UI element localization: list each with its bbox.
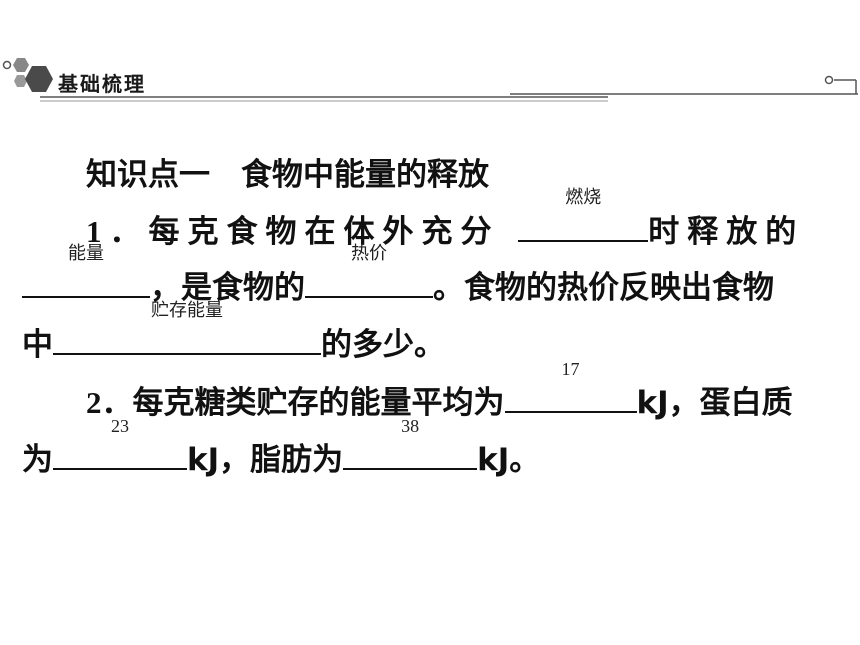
small-circle-icon [824, 75, 834, 85]
text-fragment: 为 [22, 442, 53, 478]
item1-line2: 能量 ，是食物的 热价。食物的热价反映出食物 [22, 243, 774, 308]
text-fragment: 时释放的 [648, 214, 805, 250]
hexagon-icon [14, 75, 27, 87]
header-decoration [2, 58, 858, 102]
text-fragment: 每克食物在体外充分 [148, 214, 500, 250]
text-fragment: 。食物的热价反映出食物 [433, 270, 774, 306]
item2-line2: 为 23 kJ，脂肪为 38 kJ。 [22, 416, 541, 480]
text-fragment: 的多少。 [321, 327, 445, 363]
answer-blank: 17 [504, 359, 637, 413]
section-header: 基础梳理 [0, 0, 860, 110]
answer-text: 贮存能量 [151, 300, 223, 321]
item1-line3: 中 贮存能量的多少。 [22, 300, 445, 365]
answer-blank: 23 [53, 416, 187, 470]
answer-text: 燃烧 [565, 187, 602, 208]
small-circle-icon [2, 60, 12, 70]
answer-blank: 能量 [22, 243, 150, 298]
answer-text: 热价 [351, 243, 387, 264]
text-fragment: 每克糖类贮存的能量平均为 [132, 385, 505, 421]
hexagon-icon [25, 66, 53, 92]
text-fragment: 中 [22, 327, 53, 363]
knowledge-point-heading: 知识点一 食物中能量的释放 [86, 157, 489, 193]
text-fragment: kJ，蛋白质 [636, 385, 793, 421]
answer-text: 17 [561, 359, 580, 379]
item-number: 2． [86, 385, 133, 420]
section-title: 基础梳理 [58, 72, 146, 96]
item1-line1: 1．每克食物在体外充分 燃烧时释放的 [86, 187, 805, 252]
hexagon-icon [13, 58, 29, 72]
answer-blank: 燃烧 [518, 187, 649, 242]
text-fragment: kJ。 [477, 442, 541, 478]
item-number: 1． [86, 214, 149, 249]
answer-blank: 热价 [305, 243, 433, 298]
answer-text: 38 [401, 416, 420, 436]
text-fragment: ，是食物的 [150, 270, 305, 306]
answer-text: 23 [111, 416, 129, 436]
text-fragment: kJ，脂肪为 [187, 442, 344, 478]
answer-blank: 贮存能量 [53, 300, 321, 355]
item2-line1: 2．每克糖类贮存的能量平均为 17 kJ，蛋白质 [86, 359, 793, 423]
answer-blank: 38 [343, 416, 478, 470]
answer-text: 能量 [68, 243, 104, 264]
